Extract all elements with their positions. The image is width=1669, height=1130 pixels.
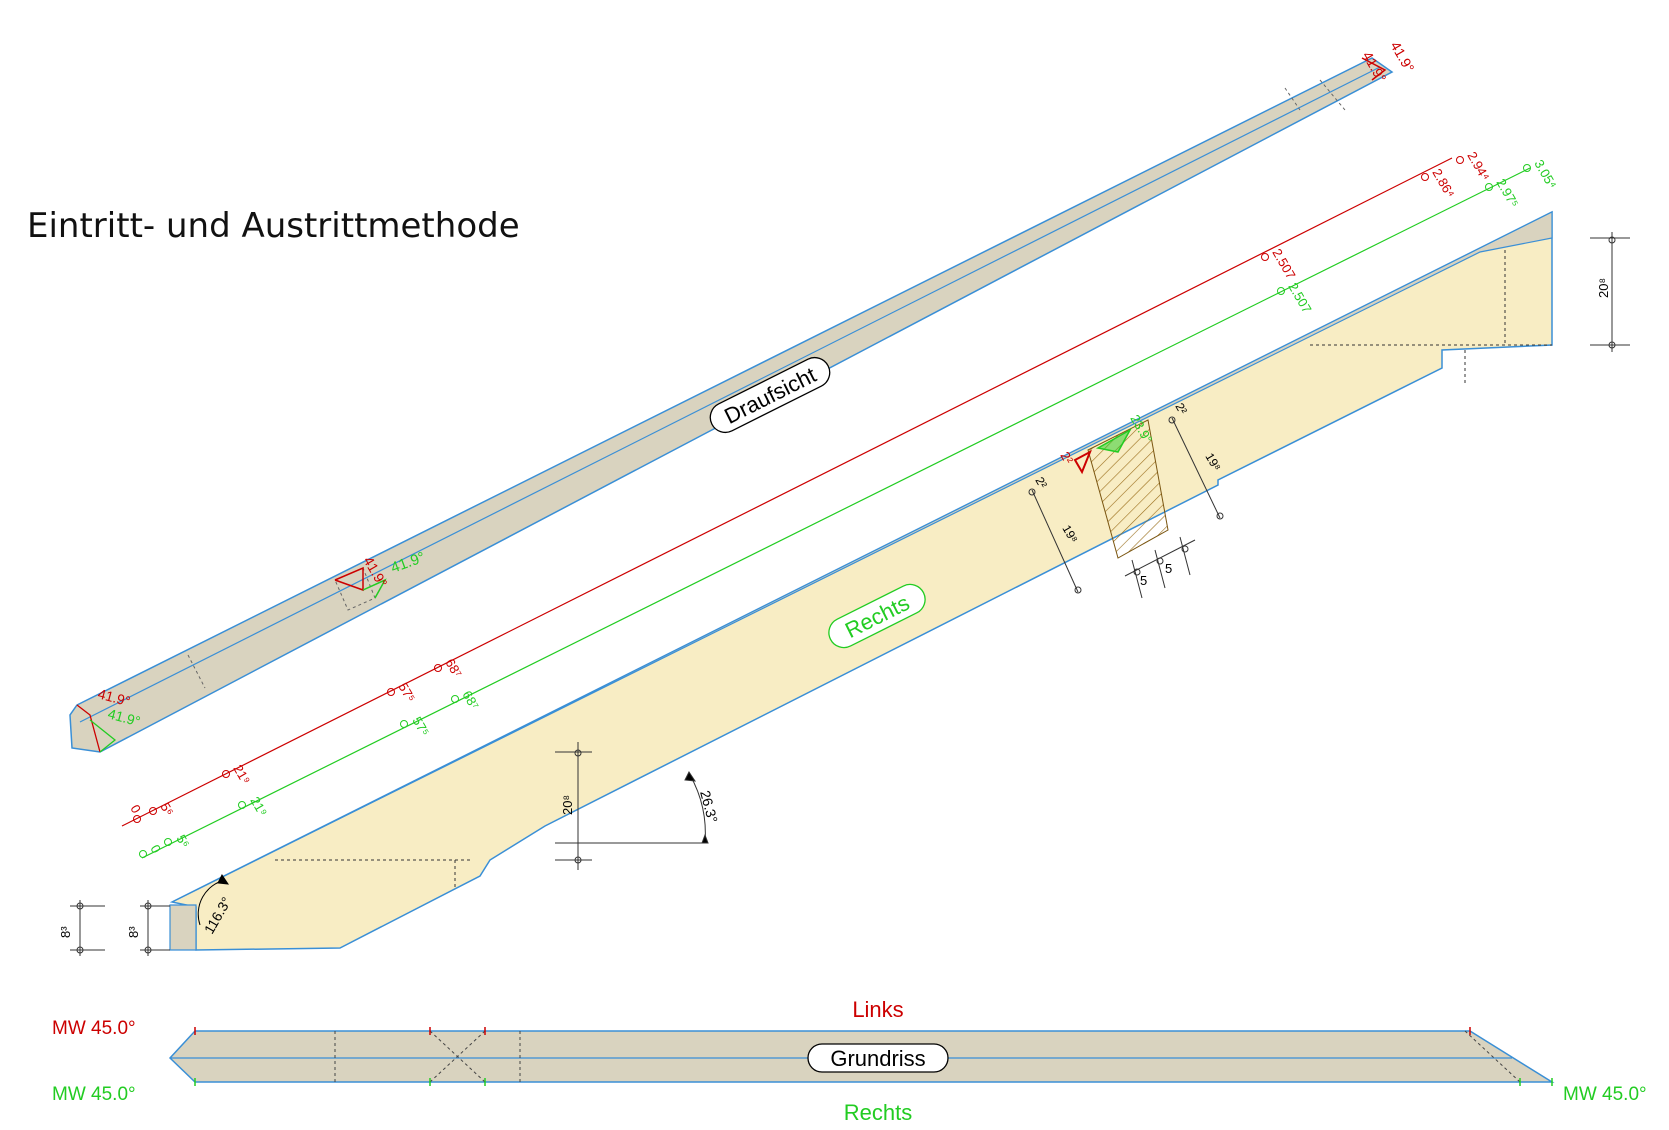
grundriss-label: Grundriss <box>807 1043 949 1073</box>
top-left-cut-green <box>89 719 117 753</box>
red-dim-5: 2.507 <box>1269 246 1298 282</box>
right-height-text: 20⁸ <box>1596 278 1611 298</box>
left-inner-text: 8³ <box>126 926 141 938</box>
slot-a-text: 5 <box>1140 573 1147 588</box>
notch-point-a1 <box>1028 488 1036 496</box>
notch-dim-line-a <box>1031 489 1079 593</box>
red-dim-6: 2.86⁴ <box>1429 166 1457 200</box>
side-beam-left-end <box>169 904 197 951</box>
notch-point-b2 <box>1216 512 1224 520</box>
green-dimension-line <box>141 167 1531 859</box>
top-right-red-tri <box>1361 57 1387 81</box>
green-dim-4: 68⁷ <box>459 688 482 712</box>
foot-angle-dim <box>197 874 230 926</box>
red-dim-1: 5⁶ <box>157 800 176 818</box>
green-dim-7: 3.05⁴ <box>1531 157 1559 191</box>
top-mark-line <box>187 654 206 689</box>
side-beam-body <box>169 210 1553 951</box>
links-label: Links <box>852 997 903 1022</box>
red-dimension-labels: 0 5⁶ 21⁹ 57⁵ 68⁷ 2.507 2.86⁴ 2.94⁴ <box>127 149 1492 818</box>
green-dim-6: 2.97⁵ <box>1493 176 1521 210</box>
red-dim-3: 57⁵ <box>395 680 418 705</box>
top-mid-red-tri <box>334 566 364 592</box>
top-beam-centerline <box>79 66 1381 723</box>
grundriss-text: Grundriss <box>830 1046 925 1071</box>
top-angle-ur-a: 41.9° <box>1387 39 1417 75</box>
slot-dims <box>1124 536 1196 599</box>
notch-red-marker <box>1073 449 1092 475</box>
mid-height-dim <box>555 742 592 870</box>
green-dim-3: 57⁵ <box>409 714 432 739</box>
slope-angle-dim <box>555 771 709 844</box>
green-dim-0: 0 <box>147 842 164 856</box>
side-beam-hatched-mortise <box>1087 419 1169 559</box>
notch-point-a2 <box>1074 586 1082 594</box>
side-dotted-lines <box>275 250 1552 888</box>
left-inner-dim <box>140 900 170 956</box>
green-dim-5: 2.507 <box>1285 280 1314 316</box>
mw-bottom-right: MW 45.0° <box>1563 1084 1647 1105</box>
mid-height-text: 20⁸ <box>560 795 575 815</box>
dimension-lines <box>121 156 1531 859</box>
slot-b-text: 5 <box>1165 561 1172 576</box>
green-dimension-labels: 0 5⁶ 21⁹ 57⁵ 68⁷ 2.507 2.97⁵ 3.05⁴ <box>147 157 1559 856</box>
top-right-mark2 <box>1284 87 1301 111</box>
left-outer-dim <box>70 900 105 956</box>
side-view-beam <box>169 210 1553 951</box>
red-dim-0: 0 <box>127 802 144 816</box>
notch-dim-line-b <box>1171 417 1221 519</box>
red-dim-7: 2.94⁴ <box>1464 149 1492 183</box>
red-dim-4: 68⁷ <box>442 656 465 680</box>
right-height-dim <box>1590 232 1630 352</box>
green-dim-2: 21⁹ <box>247 794 270 819</box>
rechts-plan-label: Rechts <box>844 1100 912 1125</box>
left-outer-text: 8³ <box>58 926 73 938</box>
plan-dashed-lines <box>334 1030 1521 1083</box>
top-right-mark <box>1319 79 1346 111</box>
slope-angle-text: 26.3° <box>697 789 721 825</box>
plan-green-ticks <box>194 1078 1553 1086</box>
mw-bottom-left: MW 45.0° <box>52 1084 136 1105</box>
side-beam-top-face <box>171 211 1553 903</box>
red-dimension-line <box>121 157 1453 827</box>
page-title: Eintritt- und Austrittmethode <box>27 206 520 246</box>
plan-red-ticks <box>194 1027 1471 1035</box>
notch-point-b1 <box>1168 416 1176 424</box>
red-dim-2: 21⁹ <box>230 762 253 787</box>
mw-top-left: MW 45.0° <box>52 1018 136 1039</box>
top-left-cut <box>76 704 101 753</box>
top-mid-green-tri <box>362 578 387 599</box>
notch-green-marker <box>1095 428 1132 453</box>
